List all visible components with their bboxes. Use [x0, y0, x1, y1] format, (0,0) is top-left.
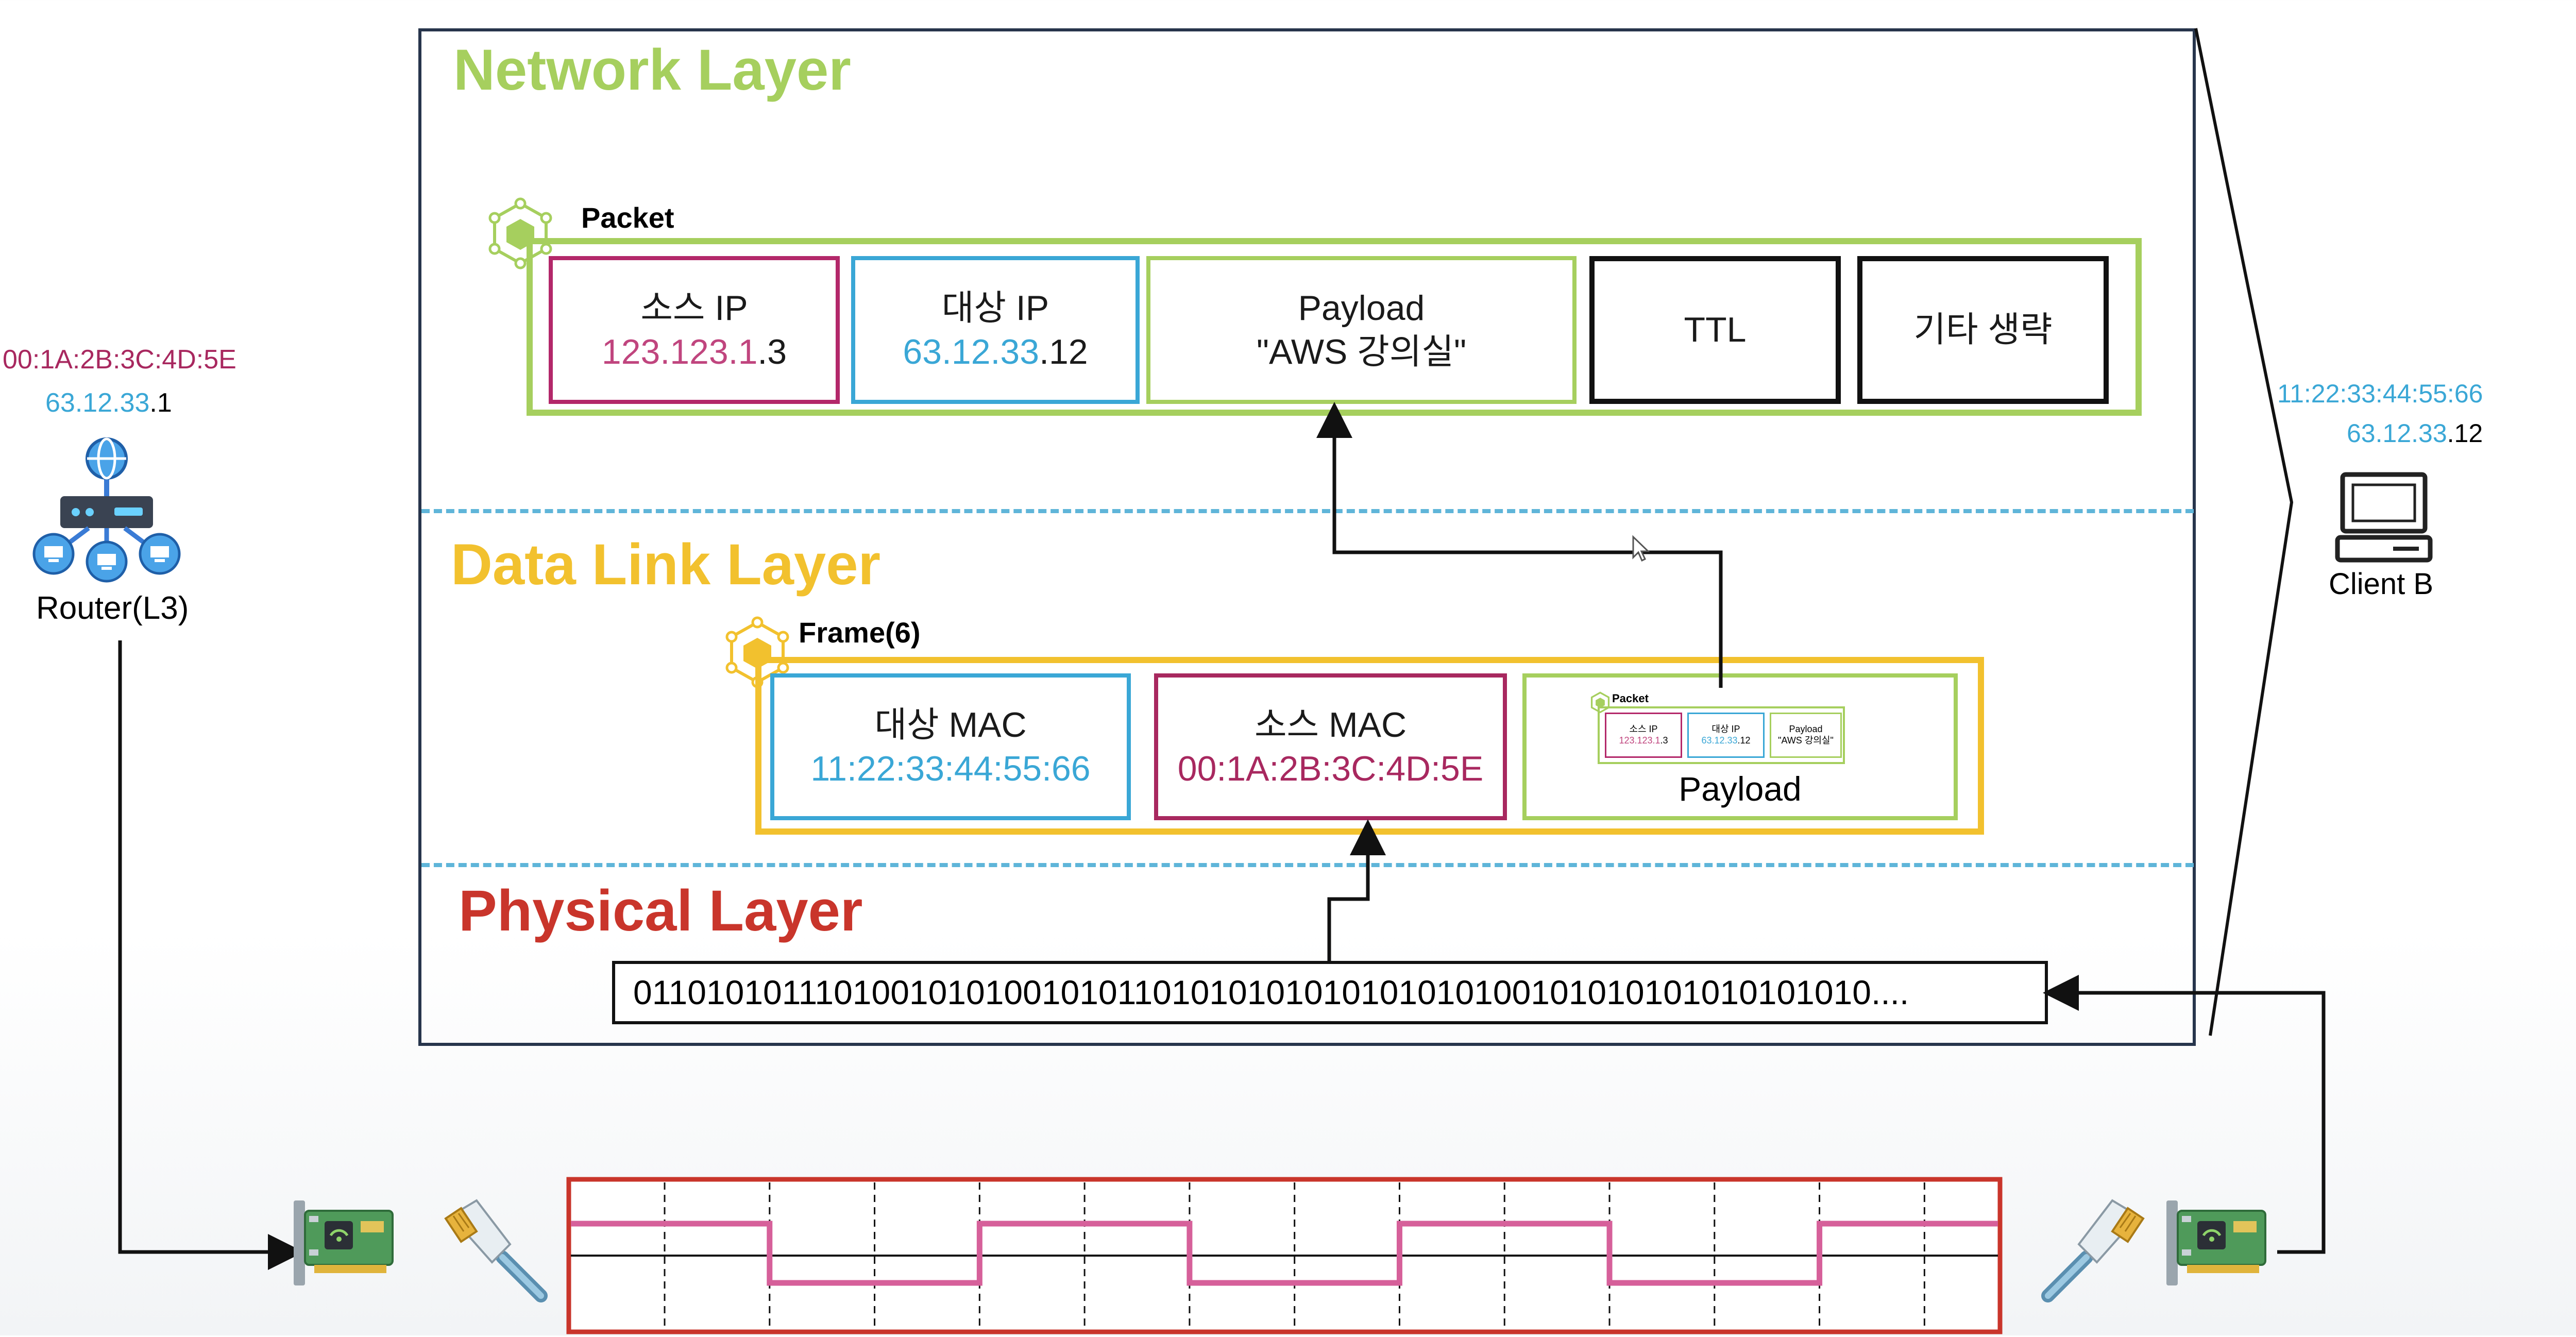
- router-mac: 00:1A:2B:3C:4D:5E: [3, 345, 236, 375]
- client-ip: 63.12.33.12: [2347, 419, 2483, 448]
- network-card-icon: [294, 1200, 394, 1285]
- network-cube-icon: [488, 197, 552, 269]
- packet-ttl: TTL: [1589, 256, 1841, 404]
- mini-packet-label: Packet: [1612, 692, 1649, 705]
- mini-dst-value: 63.12.33.12: [1701, 735, 1751, 746]
- physical-layer-title: Physical Layer: [459, 878, 863, 943]
- network-layer-title: Network Layer: [453, 38, 851, 102]
- router-ip: 63.12.33.1: [45, 388, 172, 418]
- other-label: 기타 생략: [1913, 310, 2053, 349]
- dest-ip-value: 63.12.33.12: [903, 332, 1088, 371]
- dest-mac-title: 대상 MAC: [874, 705, 1027, 744]
- payload-value: "AWS 강의실": [1256, 332, 1467, 371]
- mini-source-ip: 소스 IP 123.123.1.3: [1605, 713, 1682, 758]
- cursor-icon: [1632, 535, 1650, 562]
- mini-src-title: 소스 IP: [1629, 724, 1658, 735]
- ethernet-cable-icon: [2041, 1199, 2145, 1302]
- source-ip-title: 소스 IP: [640, 288, 748, 328]
- packet-source-ip: 소스 IP 123.123.1.3: [549, 256, 840, 404]
- dest-ip-title: 대상 IP: [941, 288, 1049, 328]
- bit-stream: 0110101011101001010100101011010101010101…: [633, 973, 1909, 1011]
- packet-other: 기타 생략: [1857, 256, 2109, 404]
- mini-dest-ip: 대상 IP 63.12.33.12: [1687, 713, 1765, 758]
- mini-payload: Payload "AWS 강의실": [1770, 713, 1842, 758]
- mini-dst-title: 대상 IP: [1711, 724, 1740, 735]
- frame-label: Frame(6): [799, 616, 921, 649]
- ethernet-cable-icon: [444, 1199, 548, 1302]
- packet-dest-ip: 대상 IP 63.12.33.12: [851, 256, 1140, 404]
- mini-payload-title: Payload: [1789, 724, 1823, 735]
- router-label: Router(L3): [36, 590, 189, 626]
- packet-payload: Payload "AWS 강의실": [1146, 256, 1577, 404]
- mini-src-value: 123.123.1.3: [1619, 735, 1668, 746]
- signal-waveform: [566, 1177, 2003, 1334]
- source-ip-value: 123.123.1.3: [601, 332, 787, 371]
- frame-dest-mac: 대상 MAC 11:22:33:44:55:66: [770, 673, 1131, 820]
- osi-layers-panel: [418, 28, 2196, 1046]
- network-card-icon: [2166, 1200, 2266, 1285]
- packet-label: Packet: [581, 201, 674, 234]
- layer-divider-2: [421, 863, 2194, 867]
- src-mac-title: 소스 MAC: [1254, 705, 1407, 744]
- ttl-label: TTL: [1684, 310, 1747, 349]
- frame-src-mac: 소스 MAC 00:1A:2B:3C:4D:5E: [1154, 673, 1507, 820]
- client-label: Client B: [2329, 567, 2434, 601]
- frame-container: [755, 657, 1984, 835]
- bit-stream-box: 0110101011101001010100101011010101010101…: [612, 961, 2048, 1024]
- frame-payload: Packet 소스 IP 123.123.1.3 대상 IP 63.12.33.…: [1522, 673, 1958, 820]
- client-mac: 11:22:33:44:55:66: [2277, 379, 2483, 408]
- data-link-layer-title: Data Link Layer: [451, 532, 881, 597]
- dest-mac-value: 11:22:33:44:55:66: [810, 749, 1091, 788]
- signal-line: [571, 1221, 1998, 1286]
- frame-payload-label: Payload: [1679, 770, 1802, 808]
- mini-packet-container: [1598, 706, 1845, 764]
- src-mac-value: 00:1A:2B:3C:4D:5E: [1177, 749, 1484, 788]
- layer-divider-1: [421, 509, 2194, 513]
- mini-payload-value: "AWS 강의실": [1778, 735, 1834, 746]
- computer-icon: [2335, 472, 2433, 563]
- network-cube-icon: [1590, 691, 1610, 714]
- router-icon: [32, 437, 181, 583]
- payload-title: Payload: [1298, 288, 1425, 328]
